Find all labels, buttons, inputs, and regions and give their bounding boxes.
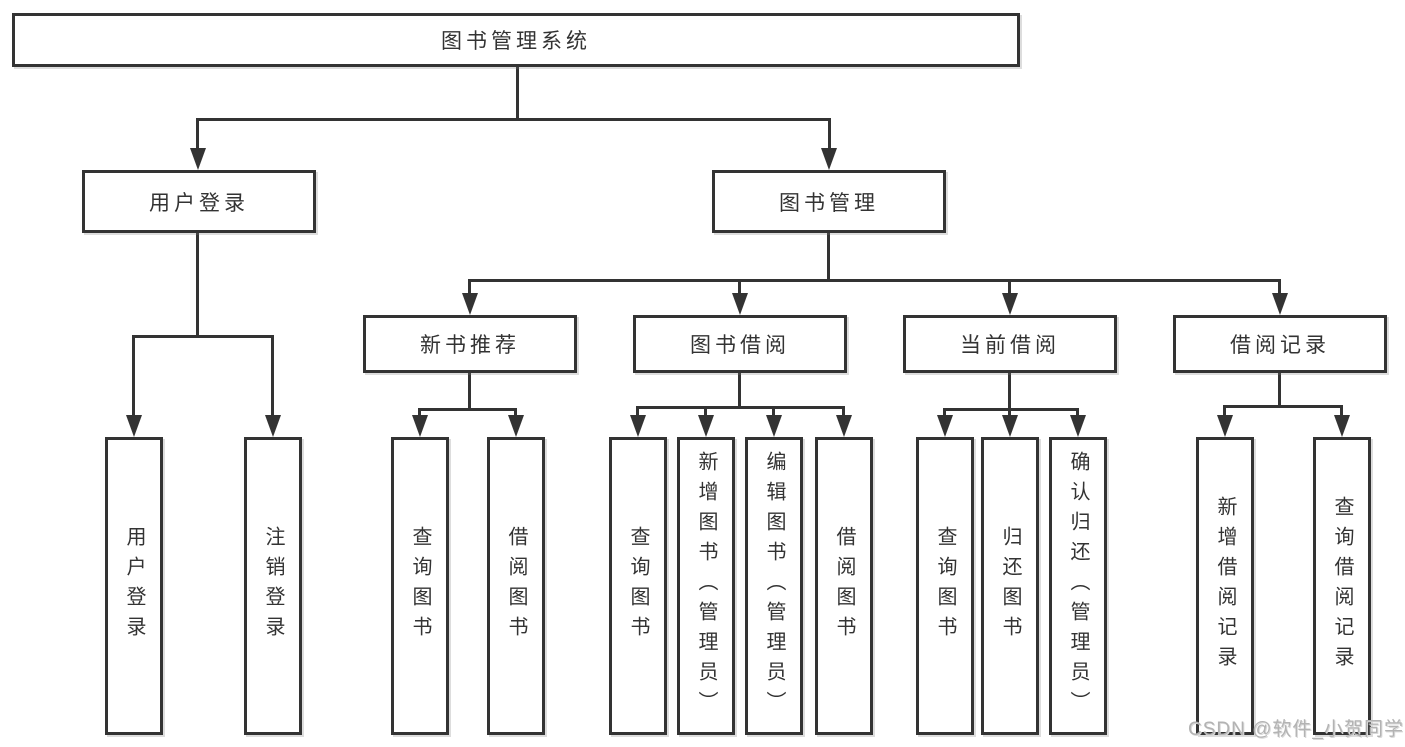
leaf-user-login-label: 用户登录 [123,526,145,646]
arrow-down-icon [732,293,748,315]
connector-borrow-records-stem [1278,373,1281,405]
connector-drop-leaf-logout [271,335,274,417]
connector-drop-bb-borrow [842,406,845,417]
leaf-nb-query-books-label: 查询图书 [409,526,431,646]
arrow-down-icon [766,415,782,437]
arrow-down-icon [937,415,953,437]
connector-drop-bb-query [636,406,639,417]
connector-drop-rec-query [1340,405,1343,417]
node-user-login-label: 用户登录 [149,191,249,215]
leaf-bb-borrow-books: 借阅图书 [815,437,873,735]
node-book-mgmt: 图书管理 [712,170,946,233]
node-book-mgmt-label: 图书管理 [779,191,879,215]
arrow-down-icon [462,293,478,315]
leaf-nb-borrow-books-label: 借阅图书 [505,526,527,646]
leaf-bb-edit-books-label: 编辑图书（管理员） [763,451,785,721]
arrow-down-icon [190,148,206,170]
connector-current-borrow-stem [1008,373,1011,408]
arrow-down-icon [265,415,281,437]
node-user-login: 用户登录 [82,170,316,233]
connector-book-mgmt-bar [468,279,1281,282]
leaf-cb-return-books: 归还图书 [981,437,1039,735]
arrow-down-icon [1334,415,1350,437]
connector-root-stem [516,67,519,118]
connector-drop-bb-add [704,406,707,417]
connector-drop-cb-query [943,408,946,417]
leaf-cb-query-books-label: 查询图书 [934,526,956,646]
node-book-borrow: 图书借阅 [633,315,847,373]
leaf-bb-query-books: 查询图书 [609,437,667,735]
leaf-rec-query: 查询借阅记录 [1313,437,1371,735]
connector-user-login-stem [196,233,199,335]
arrow-down-icon [1002,293,1018,315]
node-borrow-records-label: 借阅记录 [1230,334,1330,357]
leaf-bb-add-books-label: 新增图书（管理员） [695,451,717,721]
node-root-label: 图书管理系统 [441,30,591,53]
node-new-books-label: 新书推荐 [420,334,520,357]
connector-new-books-bar [418,408,517,411]
node-current-borrow: 当前借阅 [903,315,1117,373]
connector-drop-user-login [196,118,199,150]
connector-drop-book-borrow [738,279,741,295]
node-borrow-records: 借阅记录 [1173,315,1387,373]
arrow-down-icon [1272,293,1288,315]
node-book-borrow-label: 图书借阅 [690,334,790,357]
leaf-logout: 注销登录 [244,437,302,735]
connector-drop-cb-confirm [1076,408,1079,417]
connector-drop-leaf-user-login [132,335,135,417]
arrow-down-icon [698,415,714,437]
connector-drop-cb-return [1008,408,1011,417]
connector-user-login-bar [132,335,274,338]
leaf-bb-borrow-books-label: 借阅图书 [833,526,855,646]
leaf-nb-query-books: 查询图书 [391,437,449,735]
connector-book-mgmt-stem [827,233,830,279]
leaf-bb-add-books: 新增图书（管理员） [677,437,735,735]
leaf-user-login: 用户登录 [105,437,163,735]
connector-drop-new-books [468,279,471,295]
leaf-rec-add: 新增借阅记录 [1196,437,1254,735]
arrow-down-icon [1002,415,1018,437]
arrow-down-icon [836,415,852,437]
connector-drop-current-borrow [1008,279,1011,295]
connector-drop-rec-add [1223,405,1226,417]
leaf-cb-return-books-label: 归还图书 [999,526,1021,646]
leaf-cb-query-books: 查询图书 [916,437,974,735]
leaf-nb-borrow-books: 借阅图书 [487,437,545,735]
connector-new-books-stem [468,373,471,408]
node-new-books: 新书推荐 [363,315,577,373]
connector-borrow-records-bar [1223,405,1343,408]
leaf-bb-query-books-label: 查询图书 [627,526,649,646]
connector-drop-bb-edit [772,406,775,417]
arrow-down-icon [126,415,142,437]
leaf-cb-confirm-return: 确认归还（管理员） [1049,437,1107,735]
connector-drop-nb-query [418,408,421,417]
connector-book-borrow-bar [636,406,845,409]
connector-drop-nb-borrow [514,408,517,417]
arrow-down-icon [508,415,524,437]
node-root: 图书管理系统 [12,13,1020,67]
connector-root-bar [196,118,831,121]
arrow-down-icon [630,415,646,437]
leaf-rec-add-label: 新增借阅记录 [1214,496,1236,676]
arrow-down-icon [1070,415,1086,437]
watermark: CSDN @软件_小贺同学 [1188,719,1404,740]
arrow-down-icon [1217,415,1233,437]
leaf-bb-edit-books: 编辑图书（管理员） [745,437,803,735]
connector-book-borrow-stem [738,373,741,406]
arrow-down-icon [412,415,428,437]
arrow-down-icon [821,148,837,170]
connector-drop-borrow-records [1278,279,1281,295]
leaf-logout-label: 注销登录 [262,526,284,646]
connector-drop-book-mgmt [828,118,831,150]
leaf-rec-query-label: 查询借阅记录 [1331,496,1353,676]
leaf-cb-confirm-return-label: 确认归还（管理员） [1067,451,1089,721]
connector-current-borrow-bar [943,408,1079,411]
node-current-borrow-label: 当前借阅 [960,334,1060,357]
